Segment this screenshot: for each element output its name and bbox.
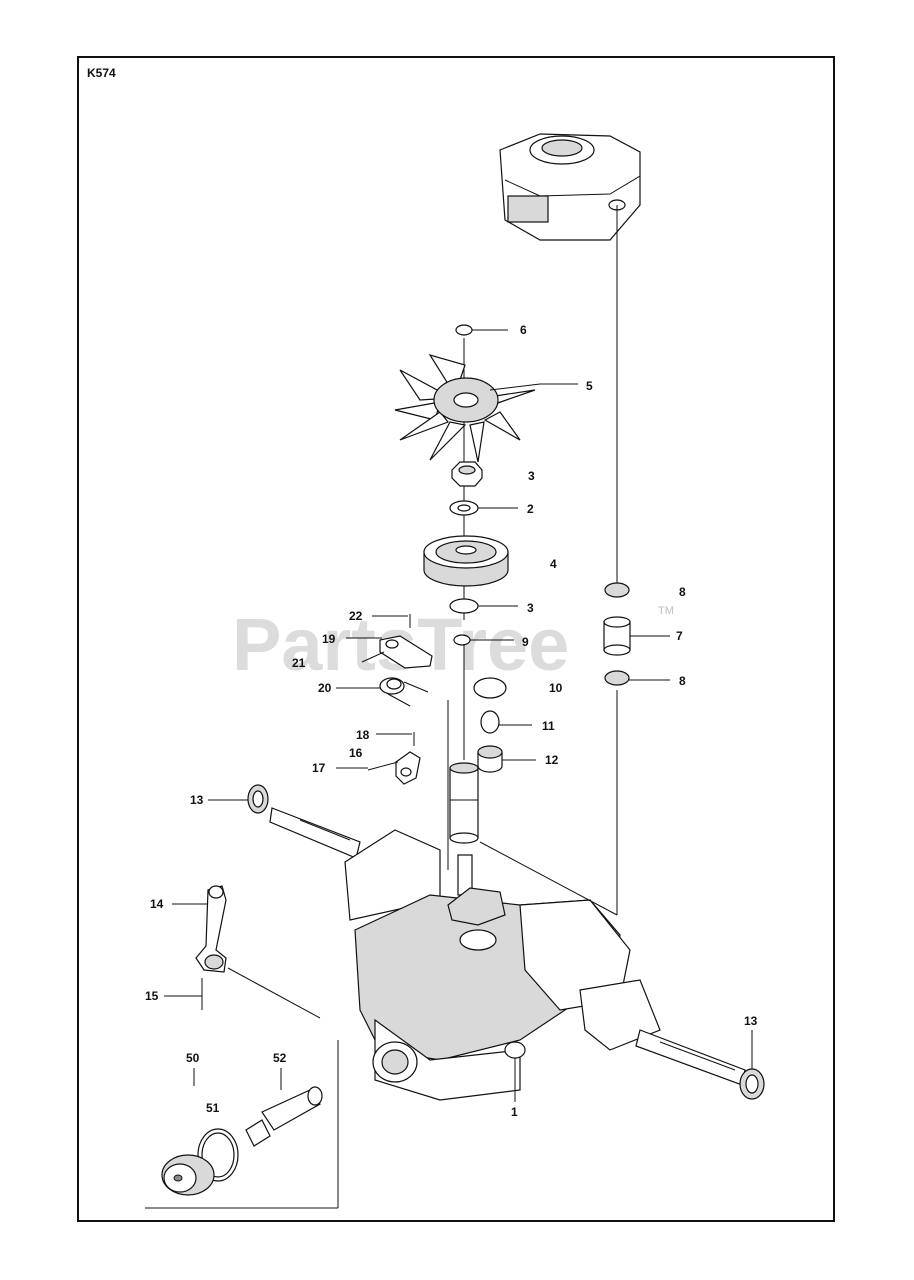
part-8-seal-lower bbox=[604, 670, 630, 686]
part-52-fitting bbox=[245, 1086, 323, 1147]
callout-1: 1 bbox=[511, 1105, 518, 1119]
part-20-spring bbox=[379, 677, 429, 707]
callout-19: 19 bbox=[322, 632, 336, 646]
fan-housing-part bbox=[499, 133, 641, 241]
callout-16: 16 bbox=[349, 746, 363, 760]
callout-13-left: 13 bbox=[190, 793, 204, 807]
callout-12: 12 bbox=[545, 753, 559, 767]
callout-8-upper: 8 bbox=[679, 585, 686, 599]
part-11-plug bbox=[480, 710, 500, 734]
callout-10: 10 bbox=[549, 681, 563, 695]
left-axle bbox=[269, 807, 361, 859]
part-10-cap bbox=[473, 677, 507, 699]
right-axle bbox=[635, 1029, 746, 1086]
callout-14: 14 bbox=[150, 897, 164, 911]
callout-3-upper: 3 bbox=[528, 469, 535, 483]
part-4-pulley bbox=[423, 535, 509, 587]
diagram-frame bbox=[77, 56, 835, 1222]
part-12-bushing bbox=[477, 745, 503, 773]
callout-18: 18 bbox=[356, 728, 370, 742]
part-5-fan bbox=[394, 353, 541, 463]
callout-3-lower: 3 bbox=[527, 601, 534, 615]
callout-9: 9 bbox=[522, 635, 529, 649]
part-50-cap bbox=[161, 1154, 215, 1196]
callout-50: 50 bbox=[186, 1051, 200, 1065]
part-6-ring bbox=[455, 324, 473, 336]
part-3-nut-upper bbox=[451, 461, 483, 487]
callout-15: 15 bbox=[145, 989, 159, 1003]
callout-4: 4 bbox=[550, 557, 557, 571]
callout-52: 52 bbox=[273, 1051, 287, 1065]
part-7-sleeve bbox=[603, 616, 631, 656]
part-1-transaxle bbox=[344, 829, 661, 1101]
callout-11: 11 bbox=[542, 719, 555, 733]
callout-51: 51 bbox=[206, 1101, 220, 1115]
part-13-seal-left bbox=[247, 784, 269, 814]
callout-8-lower: 8 bbox=[679, 674, 686, 688]
shaft-coupler bbox=[449, 762, 479, 896]
callout-22: 22 bbox=[349, 609, 363, 623]
callout-13-right: 13 bbox=[744, 1014, 758, 1028]
callout-20: 20 bbox=[318, 681, 332, 695]
callout-21: 21 bbox=[292, 656, 306, 670]
part-13-seal-right bbox=[739, 1068, 765, 1100]
part-3-nut-lower bbox=[449, 598, 479, 614]
part-8-seal-upper bbox=[604, 582, 630, 598]
callout-6: 6 bbox=[520, 323, 527, 337]
part-9-clip bbox=[453, 634, 471, 646]
part-19-lever bbox=[361, 614, 433, 669]
trademark: TM bbox=[658, 605, 674, 617]
part-16-arm bbox=[367, 732, 421, 785]
diagram-code: K574 bbox=[87, 66, 116, 80]
callout-17: 17 bbox=[312, 761, 326, 775]
part-2-washer bbox=[449, 500, 479, 516]
part-14-bypass-arm bbox=[195, 885, 321, 1019]
callout-7: 7 bbox=[676, 629, 683, 643]
callout-2: 2 bbox=[527, 502, 534, 516]
callout-5: 5 bbox=[586, 379, 593, 393]
